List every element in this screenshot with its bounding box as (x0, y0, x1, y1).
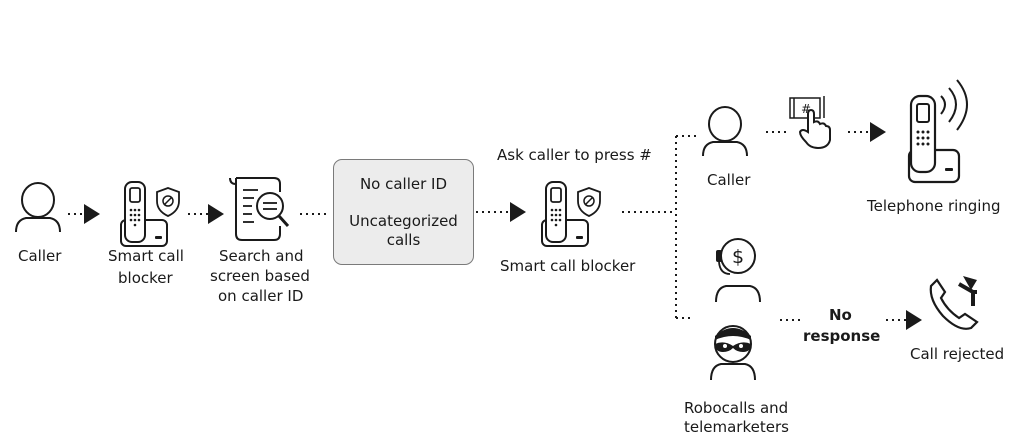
telephone-ringing-label: Telephone ringing (867, 197, 1001, 215)
smart-call-blocker-left-icon (120, 181, 180, 247)
no-caller-id-box: No caller ID Uncategorized calls (333, 159, 474, 265)
ringing-phone-icon (907, 79, 968, 184)
finger-press-hash-icon: # (789, 96, 831, 150)
caller-right-label: Caller (707, 171, 751, 189)
smart-call-blocker-mid-icon (541, 181, 601, 247)
masked-person-icon (710, 325, 756, 381)
robocalls-label-line2: telemarketers (684, 418, 789, 436)
no-response-label-line2: response (803, 327, 881, 345)
search-screen-label-line3: on caller ID (218, 287, 304, 305)
rejected-handset-icon (929, 276, 979, 330)
search-screen-label-line2: screen based (210, 267, 310, 285)
search-screen-label-line1: Search and (219, 247, 304, 265)
uncategorized-label-line1: Uncategorized (349, 211, 458, 230)
call-rejected-label: Call rejected (910, 345, 1005, 363)
caller-left-person-icon (15, 182, 61, 233)
smart-call-blocker-left-label-line2: blocker (118, 269, 173, 287)
dollar-sign: $ (732, 246, 744, 268)
uncategorized-label-line2: calls (386, 230, 421, 249)
document-magnifier-icon (229, 177, 290, 241)
no-caller-id-label: No caller ID (359, 174, 448, 193)
hash-key-label: # (801, 102, 811, 116)
smart-call-blocker-left-label-line1: Smart call (108, 247, 184, 265)
headset-dollar-person-icon: $ (715, 238, 761, 303)
robocalls-label-line1: Robocalls and (684, 399, 789, 417)
caller-right-person-icon (702, 106, 748, 157)
flow-connectors (68, 122, 922, 330)
smart-call-blocker-mid-label: Smart call blocker (500, 257, 636, 275)
caller-left-label: Caller (18, 247, 62, 265)
no-response-label-line1: No (829, 306, 852, 324)
ask-caller-press-label: Ask caller to press # (497, 146, 652, 164)
